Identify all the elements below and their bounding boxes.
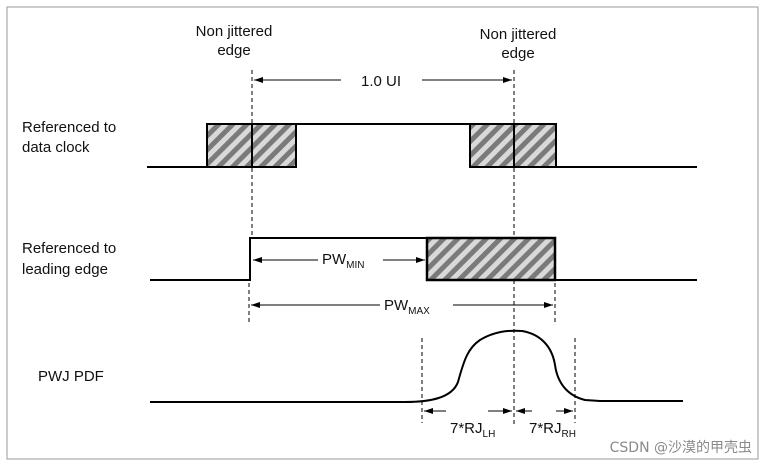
row1-right-jitter-box-a bbox=[469, 123, 515, 168]
rj-lh-main: 7*RJ bbox=[450, 420, 483, 437]
pwmax-main: PW bbox=[384, 297, 409, 314]
row2-waveform bbox=[150, 237, 697, 281]
rj-rh-main: 7*RJ bbox=[529, 420, 562, 437]
pwmin-sub: MIN bbox=[346, 260, 364, 271]
non-jittered-right-line2: edge bbox=[501, 45, 534, 62]
rj-rh-label: 7*RJRH bbox=[529, 420, 576, 440]
row1-right-jitter-box-b bbox=[513, 123, 557, 168]
non-jittered-right-line1: Non jittered bbox=[480, 26, 557, 43]
watermark-text: CSDN @沙漠的甲壳虫 bbox=[610, 439, 752, 456]
pwmax-label: PWMAX bbox=[384, 297, 430, 317]
row1-label-line1: Referenced to bbox=[22, 119, 116, 136]
row1-left-jitter-box-a bbox=[206, 123, 253, 168]
rj-rh-sub: RH bbox=[562, 429, 576, 440]
pwmin-label: PWMIN bbox=[322, 251, 365, 271]
ui-span-label: 1.0 UI bbox=[361, 73, 401, 90]
row1-waveform bbox=[147, 123, 697, 168]
pwj-pdf-curve bbox=[150, 329, 683, 403]
rj-lh-sub: LH bbox=[483, 429, 496, 440]
row1-label-line2: data clock bbox=[22, 139, 90, 156]
row2-label-line1: Referenced to bbox=[22, 240, 116, 257]
row1-left-jitter-box-b bbox=[251, 123, 297, 168]
rj-lh-label: 7*RJLH bbox=[450, 420, 495, 440]
pwmin-main: PW bbox=[322, 251, 347, 268]
row2-label-line2: leading edge bbox=[22, 261, 108, 278]
non-jittered-left-line2: edge bbox=[217, 42, 250, 59]
non-jittered-left-line1: Non jittered bbox=[196, 23, 273, 40]
outer-frame bbox=[6, 6, 759, 460]
row2-jitter-box bbox=[425, 236, 557, 282]
pwmax-sub: MAX bbox=[408, 306, 430, 317]
pwj-pdf-label: PWJ PDF bbox=[38, 368, 104, 385]
